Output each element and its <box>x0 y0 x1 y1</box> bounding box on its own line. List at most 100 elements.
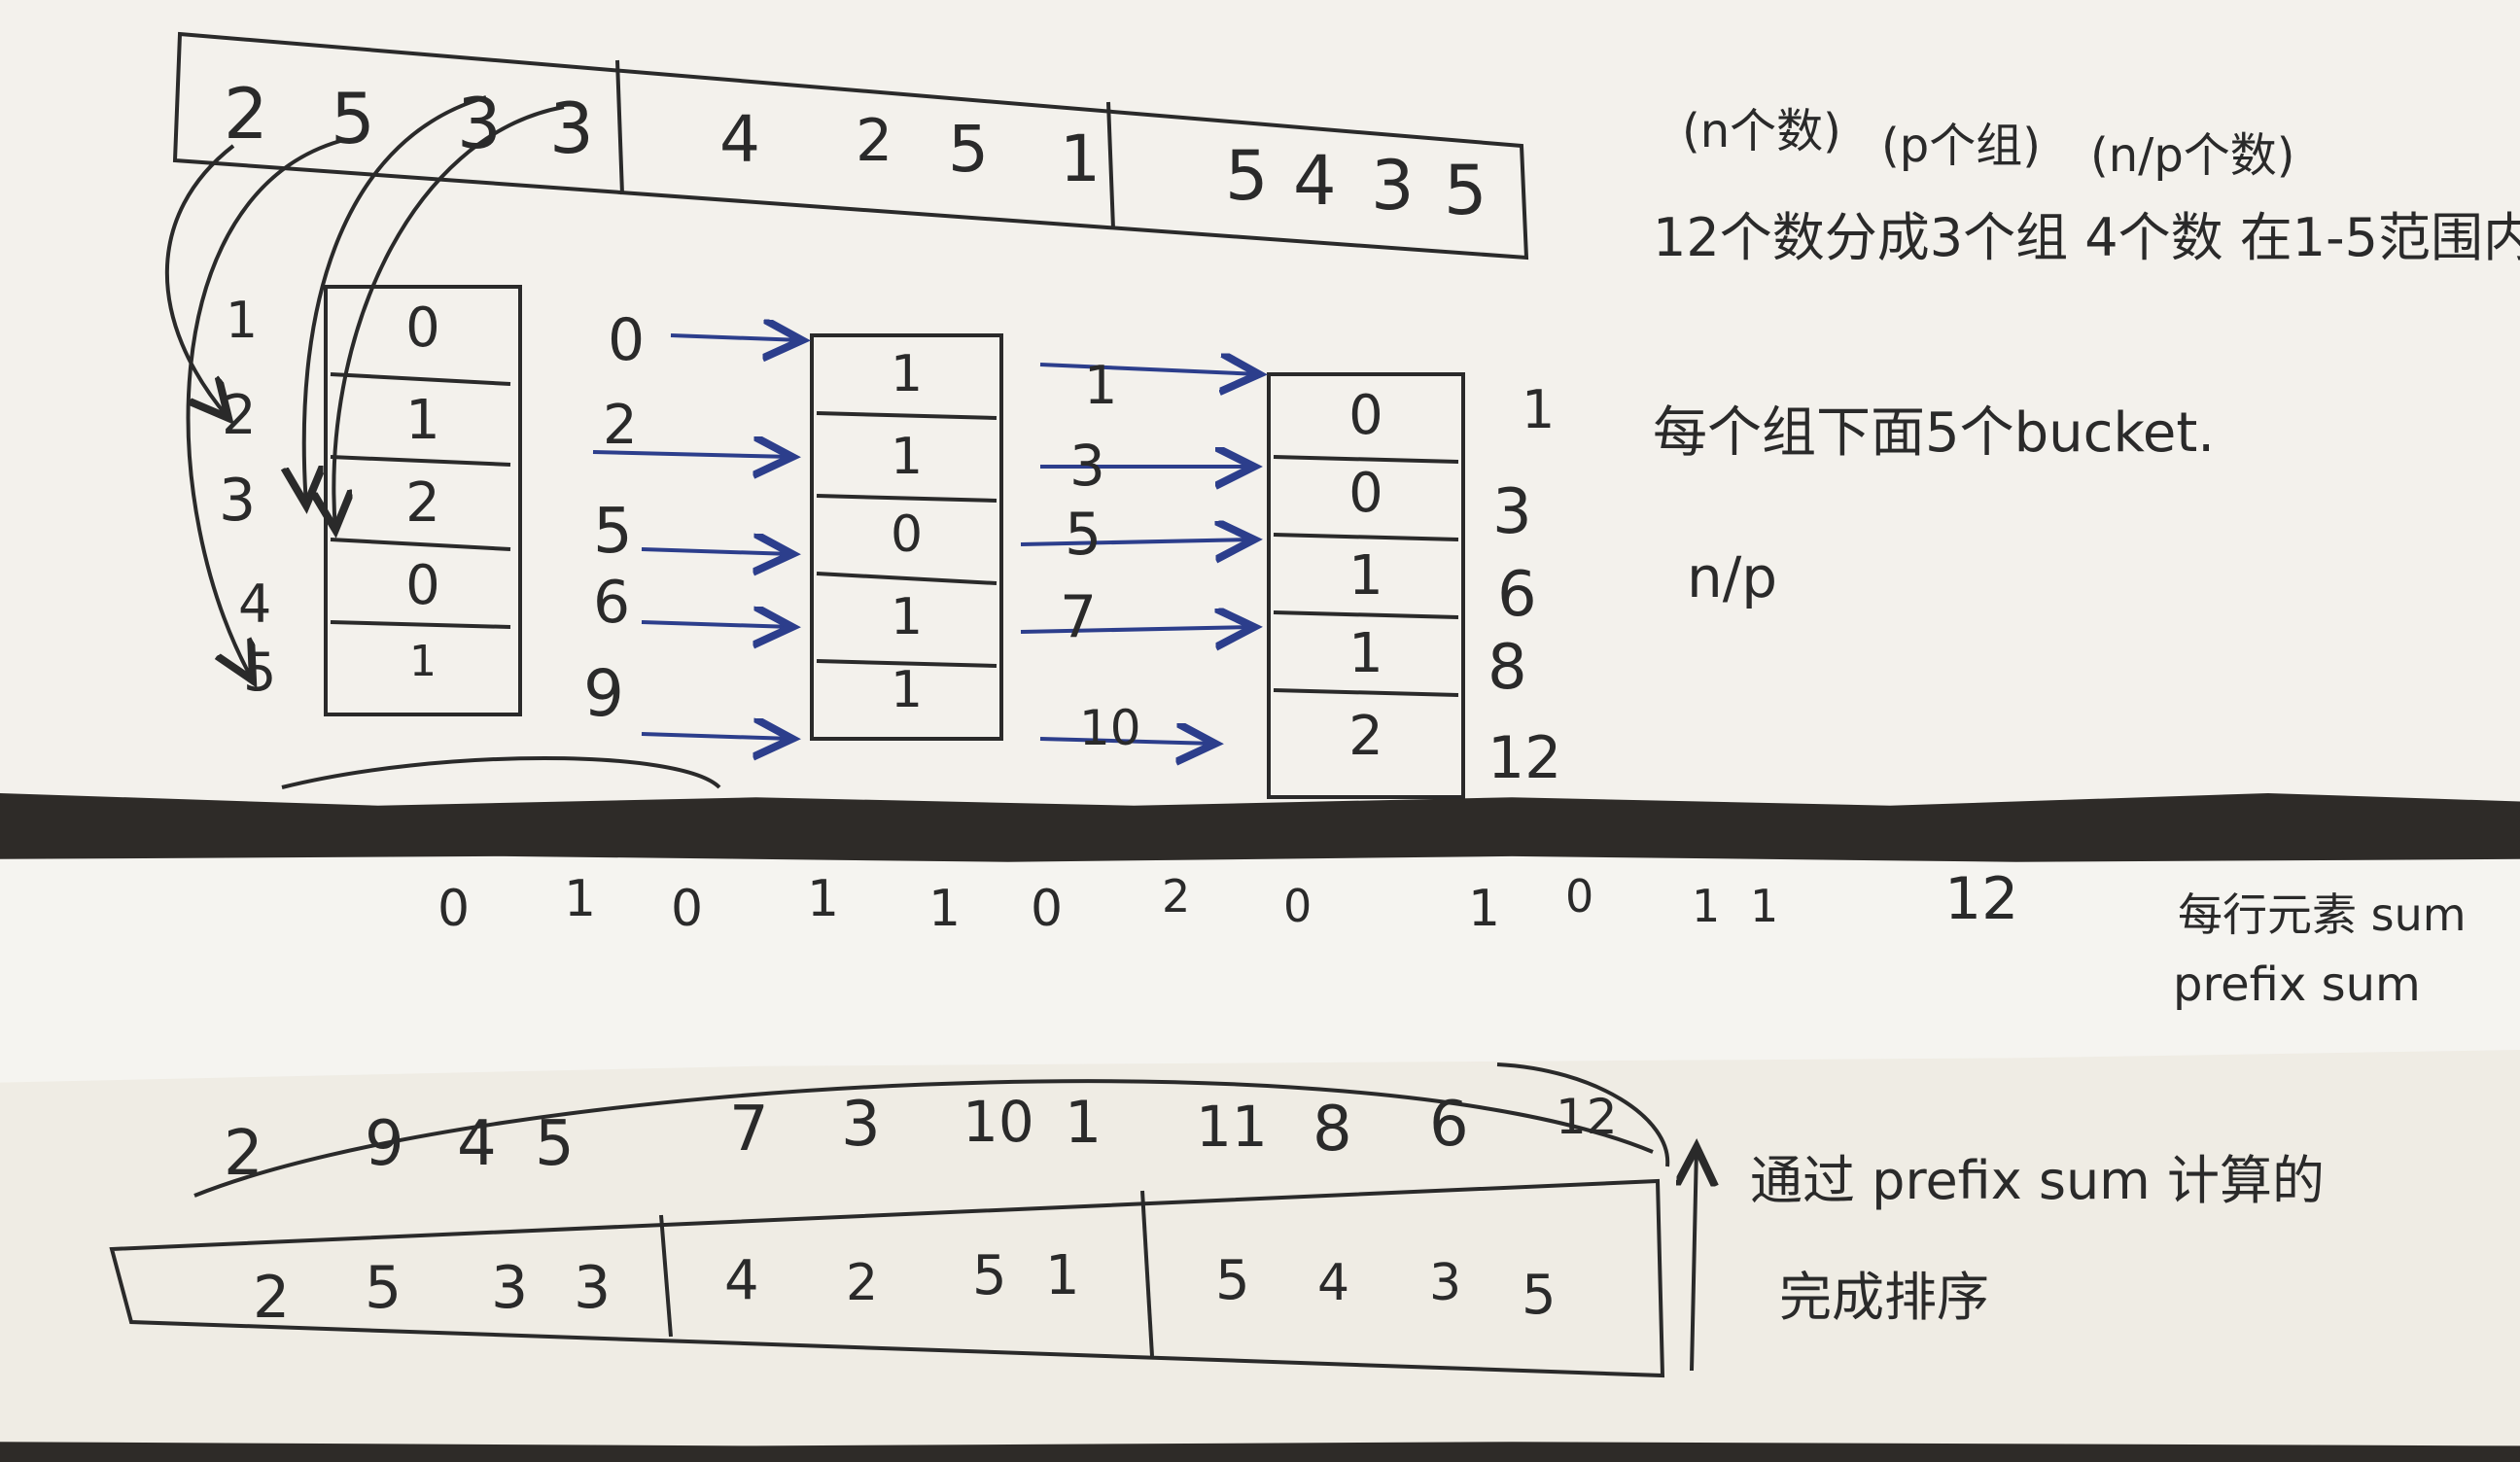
top-array-value: 5 <box>1444 151 1488 230</box>
top-array-value: 4 <box>719 102 760 177</box>
flattened-value: 1 <box>564 870 597 928</box>
bottom-array-value: 3 <box>1429 1254 1462 1312</box>
offset-value: 7 <box>1060 583 1098 651</box>
top-array-value: 3 <box>1371 146 1415 226</box>
rank-value: 7 <box>729 1094 769 1166</box>
paper-top <box>0 0 2520 806</box>
top-array-value: 2 <box>224 73 268 155</box>
top-array-value: 3 <box>549 87 594 169</box>
note-line-groups: 12个数分成3个组 4个数 在1-5范围内 <box>1653 207 2520 268</box>
bucket-cell: 2 <box>1348 705 1383 768</box>
offset-value: 3 <box>1069 433 1105 499</box>
offset-value: 10 <box>1079 700 1141 756</box>
flattened-value: 0 <box>1565 870 1594 922</box>
rank-value: 6 <box>1429 1089 1469 1161</box>
rank-value: 12 <box>1556 1089 1618 1145</box>
bucket-cell: 1 <box>890 428 924 486</box>
bottom-array-value: 5 <box>1215 1249 1250 1312</box>
bottom-array-value: 2 <box>253 1264 291 1332</box>
top-array-value: 5 <box>331 78 375 159</box>
rank-value: 4 <box>457 1108 497 1180</box>
sum-label: 每行元素 sum <box>2178 888 2467 941</box>
offset-value: 2 <box>603 394 638 457</box>
offset-value: 6 <box>593 569 631 637</box>
rank-value: 11 <box>1196 1094 1268 1160</box>
rank-value: 9 <box>365 1108 404 1180</box>
offset-value: 0 <box>608 306 646 374</box>
flattened-value: 12 <box>1944 865 2019 933</box>
rank-value: 10 <box>962 1089 1034 1155</box>
offset-value: 5 <box>1065 501 1102 569</box>
flattened-value: 2 <box>1162 870 1191 922</box>
final-note-line1: 通过 prefix sum 计算的 <box>1750 1150 2325 1211</box>
bucket-cell: 1 <box>890 345 924 403</box>
bucket-cell: 0 <box>405 296 440 360</box>
bucket-cell: 1 <box>890 588 924 646</box>
value-label: 4 <box>238 574 272 635</box>
value-label: 2 <box>222 384 257 447</box>
bottom-array-value: 5 <box>972 1244 1007 1307</box>
bucket-cell: 0 <box>1348 462 1383 525</box>
top-array-value: 2 <box>856 107 893 175</box>
value-label: 1 <box>226 292 259 350</box>
top-array-value: 5 <box>948 112 989 187</box>
note-n-over-p: (n/p个数) <box>2090 128 2295 183</box>
offset-value: 8 <box>1488 632 1527 704</box>
flattened-value: 1 <box>1468 880 1501 938</box>
final-note-line2: 完成排序 <box>1779 1267 1989 1328</box>
bucket-cell: 0 <box>890 505 924 564</box>
bottom-array-value: 3 <box>574 1254 612 1322</box>
bucket-cell: 1 <box>890 661 924 719</box>
flattened-value: 0 <box>1031 880 1064 938</box>
prefix-sum-label: prefix sum <box>2173 957 2421 1012</box>
bottom-array-value: 5 <box>365 1254 402 1322</box>
offset-value: 1 <box>1084 355 1118 416</box>
offset-value: 5 <box>593 496 633 568</box>
bucket-cell: 0 <box>405 554 440 617</box>
note-buckets: 每个组下面5个bucket. <box>1653 401 2216 465</box>
bottom-array-value: 5 <box>1522 1264 1557 1327</box>
rank-value: 8 <box>1312 1094 1352 1166</box>
top-array-value: 1 <box>1060 122 1101 196</box>
bucket-cell: 2 <box>405 471 440 535</box>
flattened-value: 0 <box>1283 880 1312 932</box>
paper-bottom <box>0 1050 2520 1446</box>
offset-value: 1 <box>1522 379 1556 440</box>
note-p-groups: (p个组) <box>1881 119 2041 173</box>
bucket-table-2-frame <box>810 333 1003 741</box>
offset-value: 9 <box>583 656 624 731</box>
bucket-cell: 1 <box>1348 622 1383 685</box>
note-n-count: (n个数) <box>1682 104 1841 158</box>
bottom-array-value: 4 <box>1317 1254 1350 1312</box>
offset-value: 6 <box>1497 559 1537 631</box>
rank-value: 3 <box>841 1089 881 1161</box>
rank-value: 2 <box>224 1118 263 1190</box>
flattened-value: 0 <box>438 880 471 938</box>
top-array-value: 4 <box>1293 141 1337 221</box>
bucket-cell: 1 <box>1348 544 1383 608</box>
bottom-array-value: 2 <box>846 1254 879 1312</box>
bucket-cell: 1 <box>409 637 437 686</box>
rank-value: 5 <box>535 1108 575 1180</box>
bucket-cell: 1 <box>405 389 440 452</box>
top-array-box <box>172 31 1529 261</box>
top-array-value: 3 <box>457 83 502 164</box>
flattened-value: 1 <box>807 870 840 928</box>
offset-value: 12 <box>1488 724 1562 792</box>
flattened-value: 1 <box>1692 880 1721 932</box>
bucket-cell: 0 <box>1348 384 1383 447</box>
flattened-value: 1 <box>1750 880 1779 932</box>
bottom-array-value: 4 <box>724 1249 759 1312</box>
value-label: 5 <box>243 642 277 703</box>
bottom-array-value: 3 <box>491 1254 529 1322</box>
bottom-array-value: 1 <box>1045 1244 1080 1307</box>
top-array-value: 5 <box>1225 136 1269 216</box>
note-n-p: n/p <box>1687 544 1778 610</box>
value-label: 3 <box>219 467 257 535</box>
bucket-table-3-frame <box>1267 372 1465 799</box>
offset-value: 3 <box>1492 476 1532 548</box>
flattened-value: 1 <box>928 880 962 938</box>
rank-value: 1 <box>1065 1089 1102 1157</box>
flattened-value: 0 <box>671 880 704 938</box>
